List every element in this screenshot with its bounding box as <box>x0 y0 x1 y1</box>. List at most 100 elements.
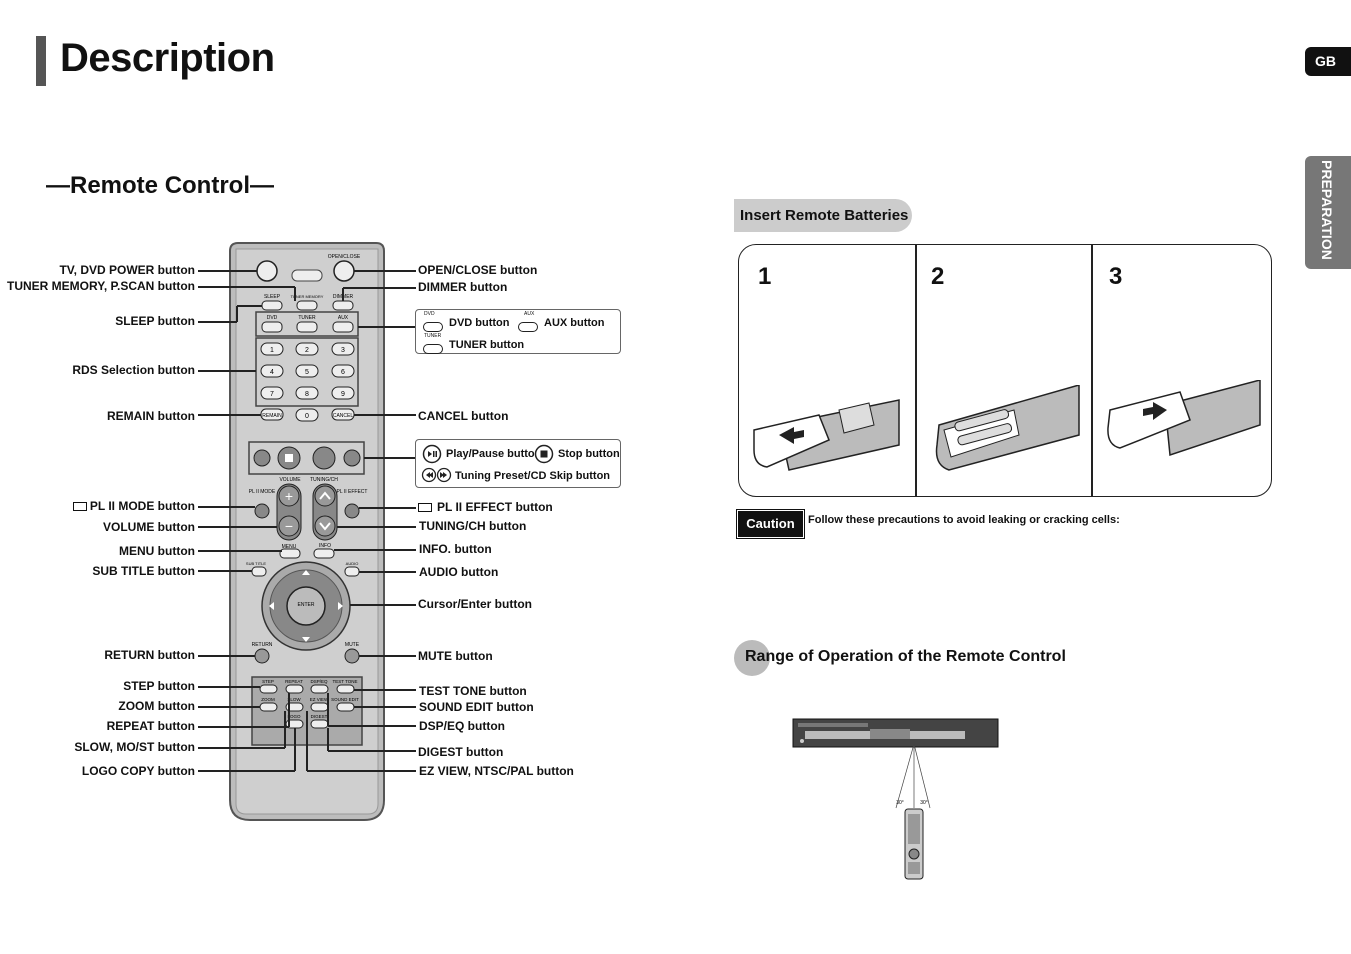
slow-key-label: SLOW <box>287 697 301 702</box>
svg-text:−: − <box>285 518 293 534</box>
caution-badge: Caution <box>736 509 805 539</box>
label-dimmer: DIMMER button <box>418 280 508 294</box>
tuning-key-label: TUNING/CH <box>310 477 338 483</box>
digit-key-label: 6 <box>341 369 345 376</box>
volume-key-label: VOLUME <box>279 477 301 483</box>
label-menu: MENU button <box>119 544 195 558</box>
label-tv-dvd-power: TV, DVD POWER button <box>59 263 195 277</box>
label-logo-copy: LOGO COPY button <box>81 764 195 778</box>
subtitle-key-label: SUB TITLE <box>246 561 266 566</box>
battery-step-2-illustration <box>935 385 1080 471</box>
menu-key-label: MENU <box>282 544 297 550</box>
transport-legend: Play/Pause button Stop button Tuning Pre… <box>415 439 621 488</box>
label-rds-selection: RDS Selection button <box>72 363 195 377</box>
dolby-icon <box>72 502 87 511</box>
label-slow-most: SLOW, MO/ST button <box>74 740 195 754</box>
digit-key-label: 1 <box>270 347 274 354</box>
label-pl2-effect-text: PL II EFFECT button <box>437 500 553 514</box>
mute-key-label: MUTE <box>345 642 360 648</box>
svg-text:+: + <box>285 488 293 504</box>
zoom-key-label: ZOOM <box>261 697 275 702</box>
remote-section-title: —Remote Control— <box>46 172 274 199</box>
dolby-icon <box>418 503 432 512</box>
sleep-key-label: SLEEP <box>264 294 281 300</box>
digest-key-label: DIGEST <box>311 714 328 719</box>
info-key-label: INFO <box>319 543 331 549</box>
repeat-key-label: REPEAT <box>285 679 303 684</box>
tuner-mini-button-icon <box>423 340 443 358</box>
batteries-heading: Insert Remote Batteries <box>734 199 912 232</box>
legend-play-pause: Play/Pause button <box>446 448 542 460</box>
open-close-key-label: OPEN/CLOSE <box>328 254 361 260</box>
range-illustration: 30° 30° <box>792 718 999 880</box>
language-tab: GB <box>1305 47 1351 76</box>
digit-key-label: 7 <box>270 391 274 398</box>
range-heading: Range of Operation of the Remote Control <box>745 648 1066 665</box>
left-leader-lines <box>198 270 296 772</box>
digit-key <box>260 342 284 356</box>
label-volume: VOLUME button <box>103 520 195 534</box>
sound-edit-key-label: SOUND EDIT <box>331 697 359 702</box>
battery-steps-panel: 1 2 3 <box>738 244 1272 497</box>
pl2-mode-key-label: PL II MODE <box>249 489 276 495</box>
label-tuning-ch: TUNING/CH button <box>419 519 527 533</box>
legend-skip: Tuning Preset/CD Skip button <box>455 470 611 482</box>
label-info: INFO. button <box>419 542 492 556</box>
range-angle-left: 30° <box>896 800 904 806</box>
aux-small-label: AUX <box>524 311 535 317</box>
legend-aux: AUX button <box>544 317 605 329</box>
test-tone-key-label: TEST TONE <box>332 679 357 684</box>
digit-key-label: 8 <box>305 391 309 398</box>
digit-key-label: 5 <box>305 369 309 376</box>
caution-text: Follow these precautions to avoid leakin… <box>808 514 1120 526</box>
dsp-eq-key-label: DSP/EQ <box>310 679 328 684</box>
step-number: 1 <box>758 263 772 290</box>
digit-key-label: 2 <box>305 347 309 354</box>
digit-key <box>295 364 319 378</box>
label-test-tone: TEST TONE button <box>419 684 527 698</box>
battery-step-3-illustration <box>1107 380 1261 457</box>
label-sound-edit: SOUND EDIT button <box>419 700 534 714</box>
remain-key-label: REMAIN <box>262 413 282 419</box>
digit-key <box>295 342 319 356</box>
label-return: RETURN button <box>104 648 195 662</box>
dvd-key-label: DVD <box>267 315 278 321</box>
label-pl2-mode-text: PL II MODE button <box>89 499 195 513</box>
label-pl2-effect: PL II EFFECT button <box>418 500 553 514</box>
label-repeat: REPEAT button <box>106 719 195 733</box>
label-pl2-mode: PL II MODE button <box>5 499 195 513</box>
step-number: 2 <box>931 263 945 290</box>
label-audio: AUDIO button <box>419 565 499 579</box>
open-close-button <box>333 260 355 282</box>
dvd-mini-button-icon <box>423 318 443 336</box>
label-open-close: OPEN/CLOSE button <box>418 263 538 277</box>
digit-key-label: 0 <box>305 413 309 420</box>
power-button <box>256 260 278 282</box>
label-ez-view: EZ VIEW, NTSC/PAL button <box>419 764 574 778</box>
return-key-label: RETURN <box>252 642 273 648</box>
play-pause-icon <box>422 444 442 464</box>
tuner-small-label: TUNER <box>424 333 442 339</box>
label-mute: MUTE button <box>418 649 493 663</box>
dvd-small-label: DVD <box>424 311 435 317</box>
stop-icon <box>534 444 554 464</box>
cancel-key-label: CANCEL <box>333 413 354 419</box>
legend-dvd: DVD button <box>449 317 510 329</box>
pl2-effect-key-label: PL II EFFECT <box>337 489 368 495</box>
label-zoom: ZOOM button <box>118 699 195 713</box>
legend-stop: Stop button <box>558 448 620 460</box>
tuner-memory-key-label: TUNER MEMORY <box>291 294 324 299</box>
label-cancel: CANCEL button <box>418 409 509 423</box>
ez-view-key-label: EZ VIEW <box>310 697 329 702</box>
digit-key-label: 3 <box>341 347 345 354</box>
digit-key <box>295 386 319 400</box>
enter-key-label: ENTER <box>298 602 315 608</box>
digit-key <box>260 364 284 378</box>
digit-key <box>295 408 319 422</box>
battery-step-1-illustration <box>753 399 900 471</box>
digit-key <box>331 364 355 378</box>
skip-icon <box>421 467 452 483</box>
aux-key-label: AUX <box>338 315 349 321</box>
label-sleep: SLEEP button <box>115 314 195 328</box>
